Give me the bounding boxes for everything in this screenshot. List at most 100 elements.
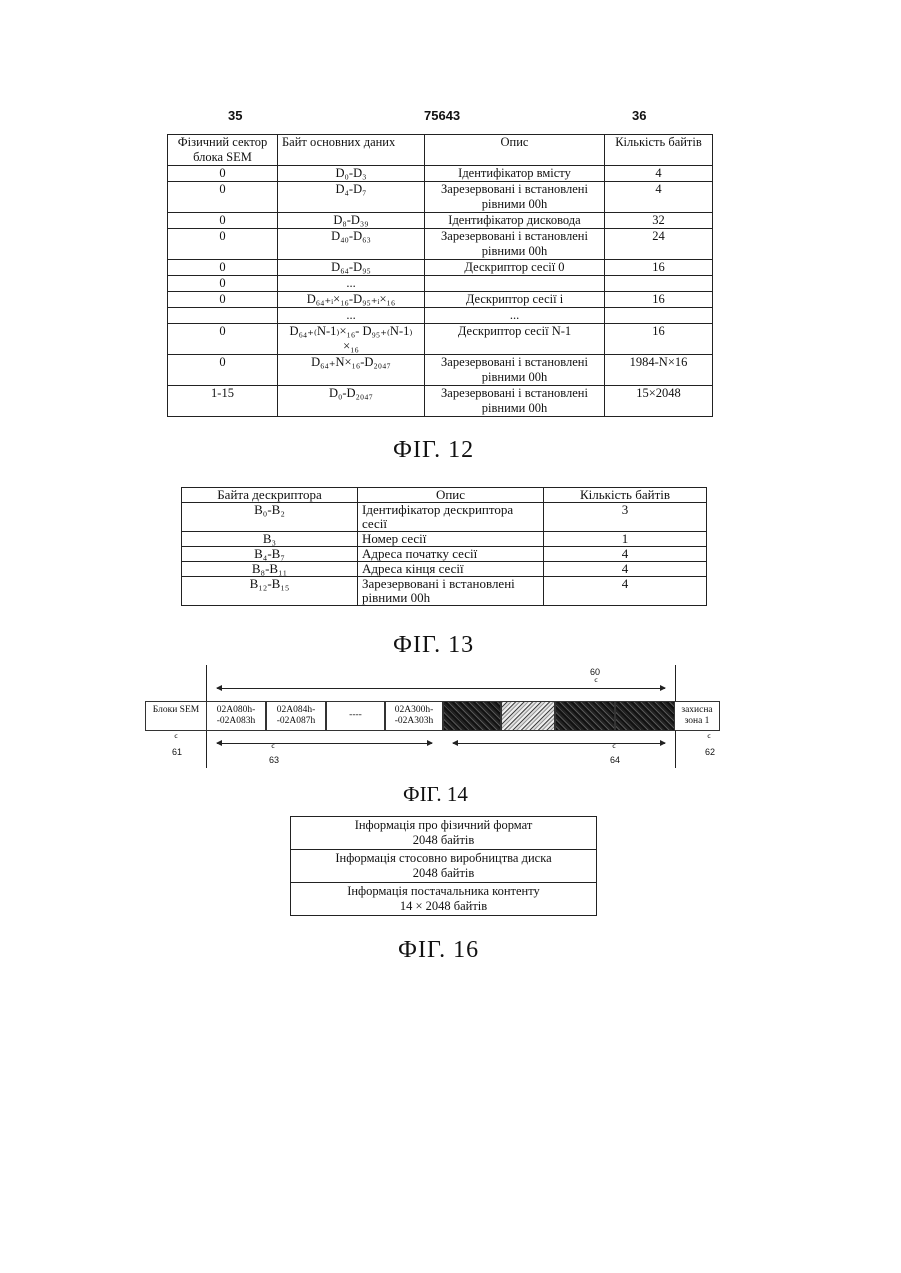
cell-size: 14 × 2048 байтів [400, 899, 487, 913]
cell: D₀-D₃ [278, 166, 425, 182]
cell: D₀-D₂₀₄₇ [278, 386, 425, 417]
cell [605, 308, 713, 324]
table-row: 0D₆₄₊N×₁₆-D₂₀₄₇Зарезервовані і встановле… [168, 355, 713, 386]
leader-tick: ᑦ [612, 743, 616, 754]
fig14-diagram: 60 ᑦ Блоки SEM 02A080h- -02A083h 02A084h… [145, 665, 765, 775]
page-number-right: 36 [632, 108, 646, 123]
label-61: 61 [172, 747, 182, 757]
box-scrambled-2 [501, 701, 555, 731]
box-scrambled-1 [443, 701, 501, 731]
document-number: 75643 [424, 108, 460, 123]
cell: 16 [605, 260, 713, 276]
cell: B₄-B₇ [182, 547, 358, 562]
cell: 1 [544, 532, 707, 547]
cell: 0 [168, 229, 278, 260]
cell: 0 [168, 260, 278, 276]
cell: B₁₂-B₁₅ [182, 577, 358, 606]
table-row: 0D₆₄-D₉₅Дескриптор сесії 016 [168, 260, 713, 276]
cell: B₃ [182, 532, 358, 547]
cell: Ідентифікатор дисковода [425, 213, 605, 229]
cell: 4 [544, 562, 707, 577]
table-row: 0D₆₄₊₍N-1₎×₁₆- D₉₅₊₍N-1₎×₁₆Дескриптор се… [168, 324, 713, 355]
cell: Зарезервовані і встановлені рівними 00h [425, 355, 605, 386]
table-header-row: Фізичний сектор блока SEM Байт основних … [168, 135, 713, 166]
box-address-1: 02A080h- -02A083h [206, 701, 266, 731]
cell: Адреса кінця сесії [358, 562, 544, 577]
box-address-3: 02A300h- -02A303h [385, 701, 443, 731]
cell-size: 2048 байтів [413, 866, 475, 880]
cell: D₆₄₊₍N-1₎×₁₆- D₉₅₊₍N-1₎×₁₆ [278, 324, 425, 355]
table-row: 0D₄-D₇Зарезервовані і встановлені рівним… [168, 182, 713, 213]
label-64: 64 [610, 755, 620, 765]
cell: D₆₄₊ᵢ×₁₆-D₉₅₊ᵢ×₁₆ [278, 292, 425, 308]
table-row: ...... [168, 308, 713, 324]
cell: 0 [168, 355, 278, 386]
cell: 0 [168, 182, 278, 213]
leader-tick: ᑦ [174, 733, 178, 744]
cell: Дескриптор сесії і [425, 292, 605, 308]
cell: 1984-N×16 [605, 355, 713, 386]
cell-title: Інформація про фізичний формат [355, 818, 533, 832]
fig12-caption: ФІГ. 12 [393, 437, 474, 464]
table-row: B₁₂-B₁₅Зарезервовані і встановлені рівни… [182, 577, 707, 606]
cell: Ідентифікатор дескриптора сесії [358, 503, 544, 532]
cell: Інформація про фізичний формат2048 байті… [291, 817, 597, 850]
cell: 0 [168, 166, 278, 182]
label-62: 62 [705, 747, 715, 757]
span-arrow-60 [217, 688, 665, 689]
cell: Номер сесії [358, 532, 544, 547]
cell: Ідентифікатор вмісту [425, 166, 605, 182]
table-row: Інформація постачальника контенту14 × 20… [291, 883, 597, 916]
table-row: B₃Номер сесії1 [182, 532, 707, 547]
box-scrambled-3 [555, 701, 615, 731]
table-row: 0D₀-D₃Ідентифікатор вмісту4 [168, 166, 713, 182]
cell: 3 [544, 503, 707, 532]
cell: Зарезервовані і встановлені рівними 00h [425, 229, 605, 260]
cell: ... [278, 276, 425, 292]
cell: Інформація стосовно виробництва диска204… [291, 850, 597, 883]
cell: Зарезервовані і встановлені рівними 00h [425, 182, 605, 213]
cell: 15×2048 [605, 386, 713, 417]
fig14-caption: ФІГ. 14 [403, 782, 468, 807]
cell: 4 [544, 577, 707, 606]
cell: Дескриптор сесії 0 [425, 260, 605, 276]
fig16-caption: ФІГ. 16 [398, 937, 479, 964]
cell: Зарезервовані і встановлені рівними 00h [358, 577, 544, 606]
leader-tick: ᑦ [271, 743, 275, 754]
cell: Адреса початку сесії [358, 547, 544, 562]
leader-tick: ᑦ [594, 677, 598, 688]
fig12-table: Фізичний сектор блока SEM Байт основних … [167, 134, 713, 417]
cell: D₄₀-D₆₃ [278, 229, 425, 260]
cell [605, 276, 713, 292]
cell: ... [425, 308, 605, 324]
cell-title: Інформація постачальника контенту [347, 884, 540, 898]
table-row: B₈-B₁₁Адреса кінця сесії4 [182, 562, 707, 577]
page-number-left: 35 [228, 108, 242, 123]
column-header: Опис [358, 488, 544, 503]
fig13-table: Байта дескриптора Опис Кількість байтів … [181, 487, 707, 606]
box-scrambled-4 [615, 701, 675, 731]
box-ellipsis: ---- [326, 701, 385, 731]
cell: 0 [168, 276, 278, 292]
cell: D₆₄₊N×₁₆-D₂₀₄₇ [278, 355, 425, 386]
cell: Зарезервовані і встановлені рівними 00h [425, 386, 605, 417]
cell: 1-15 [168, 386, 278, 417]
label-60: 60 [590, 667, 600, 677]
fig16-table: Інформація про фізичний формат 2048 байті… [290, 816, 597, 916]
column-header: Байт основних даних [278, 135, 425, 166]
cell: 24 [605, 229, 713, 260]
table-row: 0D₈-D₃₉Ідентифікатор дисковода32 [168, 213, 713, 229]
cell: Інформація постачальника контенту14 × 20… [291, 883, 597, 916]
table-row: 1-15D₀-D₂₀₄₇Зарезервовані і встановлені … [168, 386, 713, 417]
table-row: 0D₄₀-D₆₃Зарезервовані і встановлені рівн… [168, 229, 713, 260]
box-address-2: 02A084h- -02A087h [266, 701, 326, 731]
box-sem-blocks: Блоки SEM [145, 701, 206, 731]
column-header: Байта дескриптора [182, 488, 358, 503]
cell: 32 [605, 213, 713, 229]
column-header: Фізичний сектор блока SEM [168, 135, 278, 166]
table-header-row: Байта дескриптора Опис Кількість байтів [182, 488, 707, 503]
table-row: Інформація про фізичний формат2048 байті… [291, 817, 597, 850]
cell: 16 [605, 292, 713, 308]
cell: ... [278, 308, 425, 324]
table-row: B₀-B₂Ідентифікатор дескриптора сесії3 [182, 503, 707, 532]
